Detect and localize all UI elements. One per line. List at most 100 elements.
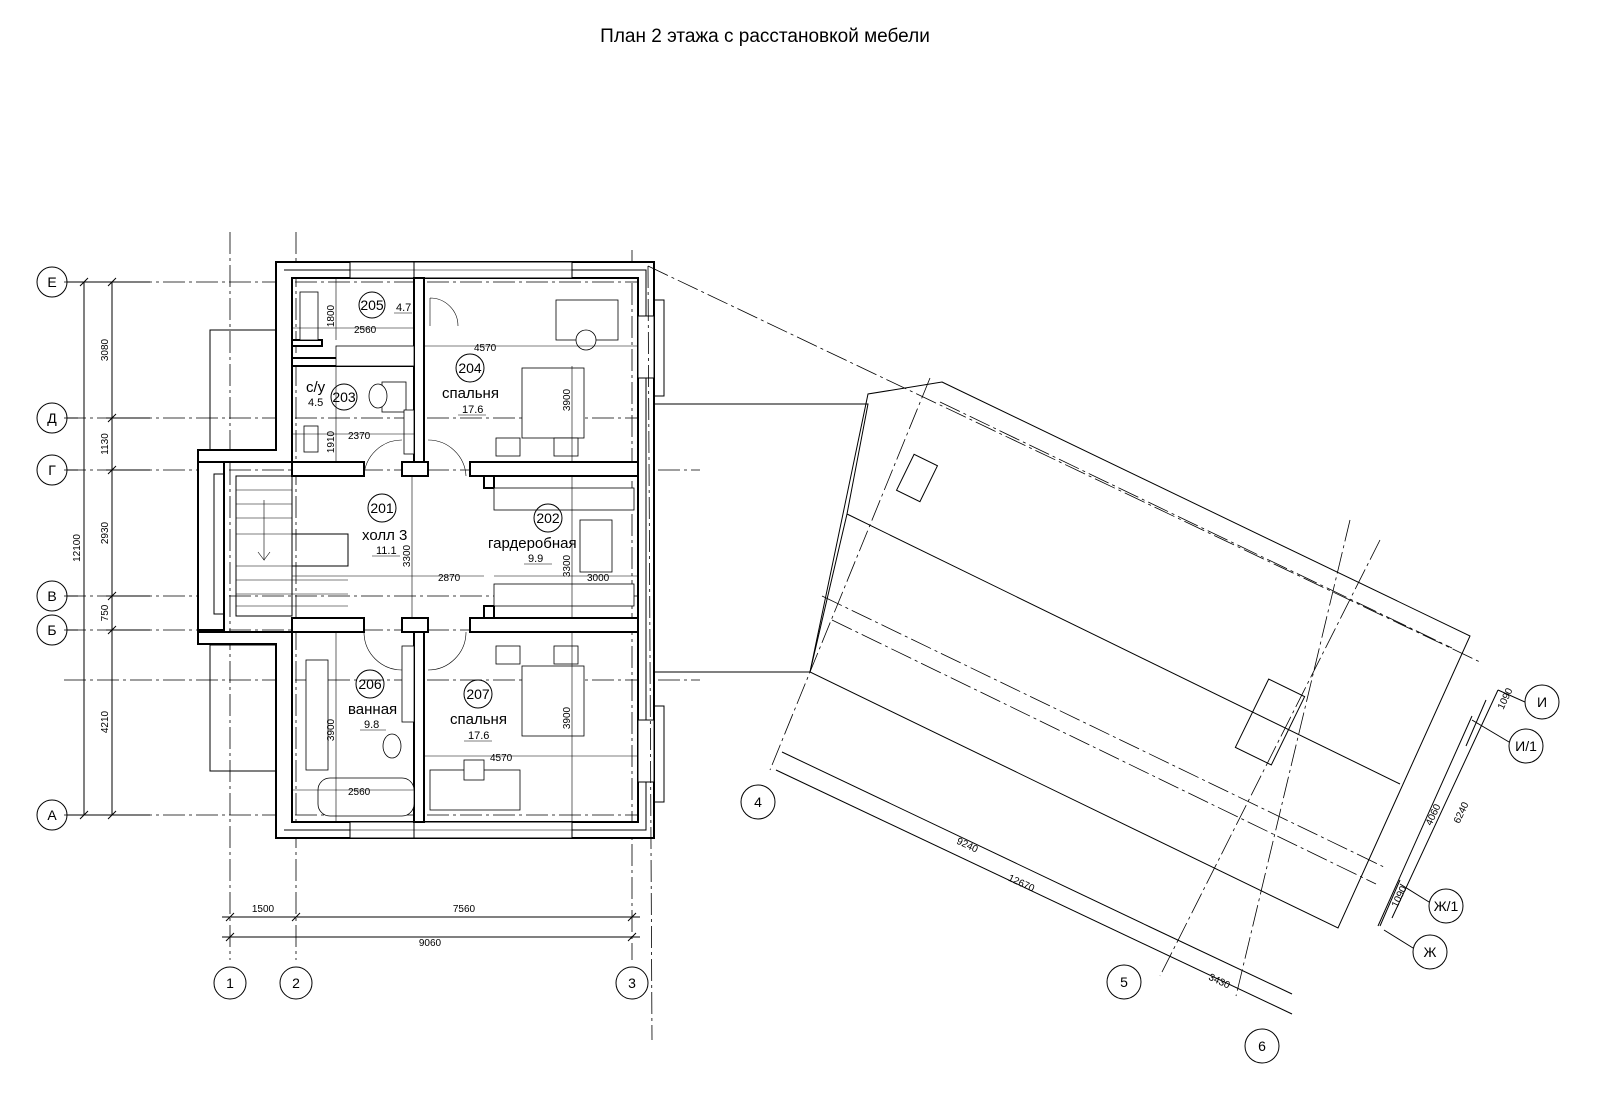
- dim-2560-bottom: 2560: [348, 787, 371, 798]
- svg-text:Е: Е: [47, 274, 56, 290]
- interior-dimensions: 2560 4570 2370 2870 3000 4570 2560 1800 …: [292, 278, 638, 822]
- room-203: с/у 4.5 203: [306, 379, 358, 411]
- dim-3080: 3080: [100, 338, 111, 361]
- axis-marker-row-b: Б: [36, 614, 78, 646]
- svg-text:спальня: спальня: [450, 711, 507, 728]
- svg-text:4: 4: [754, 794, 762, 810]
- wardrobe-top: [493, 487, 635, 511]
- doors: [363, 297, 467, 671]
- dim-4210: 4210: [100, 710, 111, 733]
- room-labels: 205 4.7 с/у 4.5 203 204 спальня 17.6 201…: [306, 291, 577, 742]
- roof-plan: 9240 12670 3430 1090 4060 6240 1090 4 5 …: [647, 265, 1560, 1064]
- svg-text:203: 203: [332, 389, 356, 405]
- svg-text:207: 207: [466, 686, 490, 702]
- dim-2560-top: 2560: [354, 325, 377, 336]
- axis-marker-col-6: 6: [1244, 1028, 1280, 1064]
- svg-text:И/1: И/1: [1515, 738, 1537, 754]
- dim-7560: 7560: [453, 904, 476, 915]
- axis-marker-col-4: 4: [740, 784, 776, 820]
- svg-text:Д: Д: [47, 410, 57, 426]
- axis-marker-row-g: Г: [36, 454, 78, 486]
- svg-text:1: 1: [226, 975, 234, 991]
- room-207: 207 спальня 17.6: [450, 679, 507, 742]
- svg-text:Ж/1: Ж/1: [1434, 898, 1459, 914]
- axis-marker-col-3: 3: [615, 966, 649, 1000]
- axis-marker-col-2: 2: [279, 966, 313, 1000]
- svg-text:с/у: с/у: [306, 379, 326, 396]
- svg-text:204: 204: [458, 360, 482, 376]
- room-206: 206 ванная 9.8: [348, 669, 397, 731]
- svg-text:205: 205: [360, 297, 384, 313]
- room-201: 201 холл 3 11.1: [362, 493, 407, 557]
- svg-text:спальня: спальня: [442, 385, 499, 402]
- dim-1910: 1910: [326, 430, 337, 453]
- axis-marker-col-1: 1: [213, 966, 247, 1000]
- svg-text:А: А: [47, 807, 57, 823]
- svg-text:17.6: 17.6: [462, 404, 483, 416]
- svg-text:Г: Г: [48, 462, 56, 478]
- dim-3900-bath: 3900: [326, 718, 337, 741]
- room-205: 205 4.7: [358, 291, 412, 319]
- svg-text:В: В: [47, 588, 56, 604]
- room-202: 202 гардеробная 9.9: [488, 503, 577, 565]
- axis-marker-row-d: Д: [36, 402, 78, 434]
- bottom-dimension-chain: 1500 7560 9060: [222, 904, 640, 949]
- svg-text:17.6: 17.6: [468, 730, 489, 742]
- dim-3300-left: 3300: [402, 544, 413, 567]
- svg-text:206: 206: [358, 676, 382, 692]
- svg-text:2: 2: [292, 975, 300, 991]
- svg-text:5: 5: [1120, 974, 1128, 990]
- axis-marker-row-v: В: [36, 580, 78, 612]
- bed-207: [521, 665, 585, 737]
- axis-marker-col-5: 5: [1106, 964, 1142, 1000]
- axis-marker-row-e: Е: [36, 266, 78, 298]
- svg-text:И: И: [1537, 694, 1547, 710]
- svg-text:9.9: 9.9: [528, 553, 543, 565]
- svg-text:11.1: 11.1: [376, 545, 397, 557]
- axis-marker-row-i: И: [1497, 684, 1560, 720]
- svg-text:202: 202: [536, 510, 560, 526]
- dim-12670: 12670: [1006, 873, 1036, 895]
- drawing-title: План 2 этажа с расстановкой мебели: [600, 26, 930, 47]
- svg-text:6: 6: [1258, 1038, 1266, 1054]
- bed-204: [521, 367, 585, 439]
- dim-2870: 2870: [438, 573, 461, 584]
- dim-3000: 3000: [587, 573, 610, 584]
- axis-marker-row-zh: Ж: [1383, 929, 1448, 970]
- svg-text:9.8: 9.8: [364, 719, 379, 731]
- stairs: [235, 475, 349, 617]
- dim-9060: 9060: [419, 938, 442, 949]
- svg-text:4.5: 4.5: [308, 397, 323, 409]
- wardrobe-bottom: [493, 583, 635, 607]
- room-204: 204 спальня 17.6: [442, 353, 499, 416]
- svg-text:Б: Б: [47, 622, 56, 638]
- axis-marker-row-zh1: Ж/1: [1399, 883, 1464, 924]
- dim-2370: 2370: [348, 431, 371, 442]
- svg-text:гардеробная: гардеробная: [488, 535, 577, 552]
- svg-text:4.7: 4.7: [396, 302, 411, 314]
- dim-4060: 4060: [1424, 802, 1444, 827]
- svg-text:3: 3: [628, 975, 636, 991]
- dim-3300-right: 3300: [562, 554, 573, 577]
- dim-12100: 12100: [72, 534, 83, 562]
- dim-3900-top: 3900: [562, 388, 573, 411]
- dim-1800: 1800: [326, 304, 337, 327]
- dim-2930: 2930: [100, 521, 111, 544]
- furniture: [299, 291, 635, 817]
- svg-text:ванная: ванная: [348, 701, 397, 718]
- dim-4570-bottom: 4570: [490, 753, 513, 764]
- dim-1500: 1500: [252, 904, 275, 915]
- svg-text:Ж: Ж: [1424, 944, 1437, 960]
- svg-text:201: 201: [370, 500, 394, 516]
- svg-text:холл 3: холл 3: [362, 527, 407, 544]
- dim-1130: 1130: [100, 433, 111, 455]
- dim-3900-bottom: 3900: [562, 706, 573, 729]
- dim-3430: 3430: [1207, 972, 1232, 992]
- row-axis-markers: Е Д Г В Б А: [36, 266, 78, 831]
- dim-6240: 6240: [1452, 800, 1472, 825]
- left-dimension-chain: 12100 3080 1130 2930 750 4210: [72, 277, 150, 820]
- axis-marker-row-i1: И/1: [1471, 719, 1544, 764]
- dim-750: 750: [100, 604, 111, 621]
- col-axis-markers: 1 2 3: [213, 966, 649, 1000]
